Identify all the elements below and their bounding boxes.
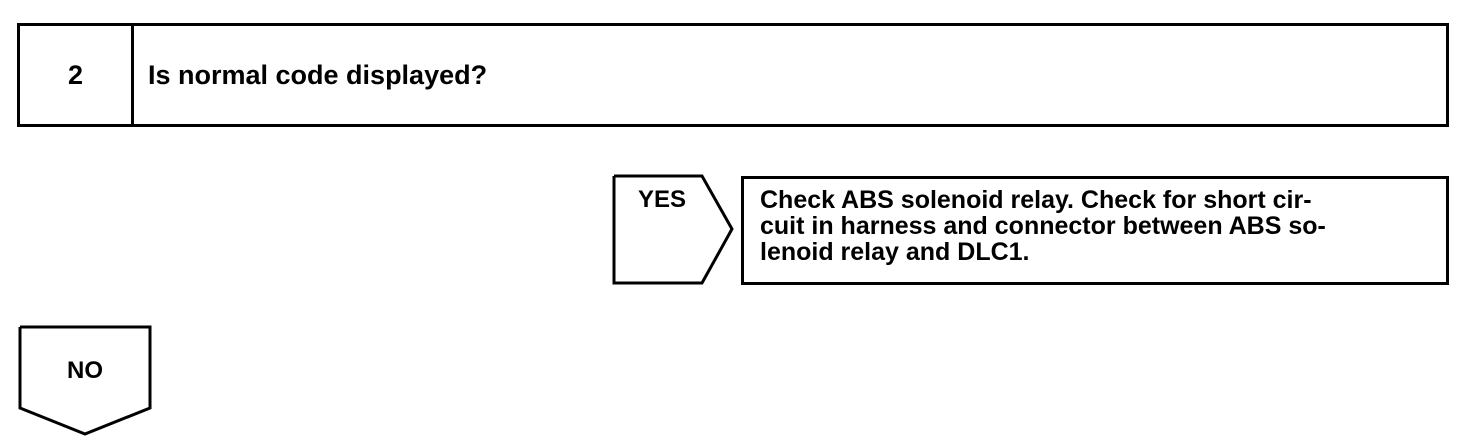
step-box: 2 Is normal code displayed? xyxy=(17,23,1449,127)
result-line: Check ABS solenoid relay. Check for shor… xyxy=(760,186,1312,214)
no-label: NO xyxy=(67,357,103,384)
step-number: 2 xyxy=(20,26,134,124)
step-question: Is normal code displayed? xyxy=(148,59,488,90)
yes-label: YES xyxy=(637,186,687,213)
yes-result-box: Check ABS solenoid relay. Check for shor… xyxy=(741,176,1449,285)
result-line: lenoid relay and DLC1. xyxy=(760,238,1030,266)
result-line: cuit in harness and connector between AB… xyxy=(760,212,1326,240)
